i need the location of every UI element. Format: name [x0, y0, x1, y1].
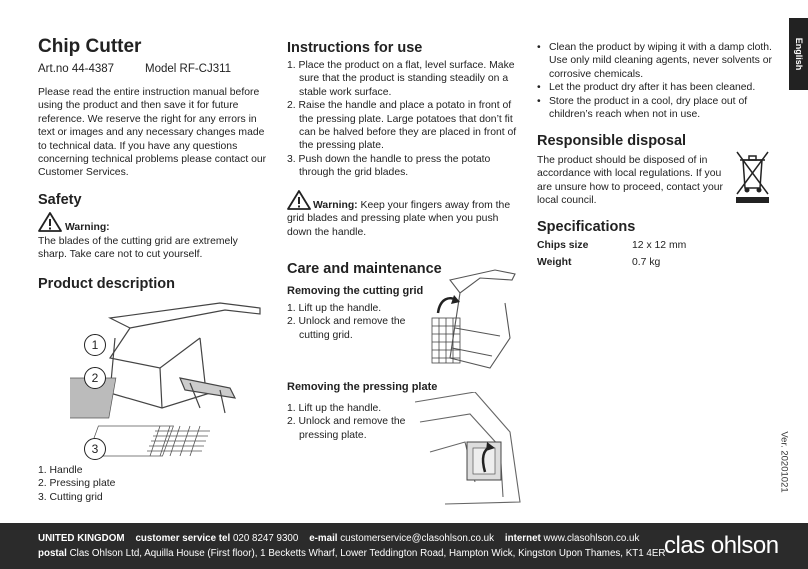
grid-removal-illustration [420, 268, 520, 373]
product-description-heading: Product description [38, 276, 175, 292]
disposal-heading: Responsible disposal [537, 133, 687, 149]
footer: UNITED KINGDOM customer service tel 020 … [0, 523, 808, 569]
crossed-out-bin-icon [735, 150, 770, 208]
parts-list: 1. Handle 2. Pressing plate 3. Cutting g… [38, 464, 115, 504]
spec-label: Chips size [537, 240, 589, 251]
spec-label: Weight [537, 257, 572, 268]
list-item: 2. Unlock and remove the cutting grid. [287, 316, 406, 341]
list-item: 3. Push down the handle to press the pot… [287, 153, 491, 179]
footer-website: www.clasohlson.co.uk [543, 533, 640, 544]
list-item: 3. Cutting grid [38, 491, 103, 503]
art-no: Art.no 44-4387 [38, 63, 115, 75]
list-item: 2. Pressing plate [38, 478, 116, 490]
list-item: 1. Lift up the handle. [287, 303, 382, 314]
footer-postal: Clas Ohlson Ltd, Aquilla House (First fl… [69, 548, 666, 559]
callout-2: 2 [84, 367, 106, 389]
disposal-text: The product should be disposed of in acc… [537, 155, 723, 207]
plate-removal-list: 1. Lift up the handle. 2. Unlock and rem… [287, 402, 417, 442]
footer-phone: 020 8247 9300 [232, 533, 299, 544]
callout-3: 3 [84, 438, 106, 460]
instructions-warning-label: Warning: [313, 200, 358, 211]
instructions-warning-text: Keep your fingers away from the grid bla… [287, 200, 511, 238]
list-item: Store the product in a cool, dry place o… [537, 95, 772, 122]
grid-removal-heading: Removing the cutting grid [287, 285, 424, 297]
spec-value: 12 x 12 mm [632, 240, 687, 251]
care-bullets: Clean the product by wiping it with a da… [537, 41, 772, 121]
list-item: 1. Lift up the handle. [287, 403, 382, 414]
language-tab-label: English [793, 37, 804, 71]
footer-postal-line: postal Clas Ohlson Ltd, Aquilla House (F… [38, 548, 666, 559]
language-tab: English [789, 18, 808, 90]
safety-warning-text: The blades of the cutting grid are extre… [38, 236, 238, 261]
list-item: 1. Place the product on a flat, level su… [287, 60, 515, 98]
grid-removal-list: 1. Lift up the handle. 2. Unlock and rem… [287, 302, 417, 342]
spec-value: 0.7 kg [632, 257, 661, 268]
page-title: Chip Cutter [38, 36, 142, 57]
plate-removal-illustration [414, 391, 523, 507]
safety-heading: Safety [38, 192, 82, 208]
footer-email: customerservice@clasohlson.co.uk [340, 533, 494, 544]
brand-logo: clas ohlson [664, 532, 779, 559]
specs-heading: Specifications [537, 219, 636, 235]
footer-contact-line: UNITED KINGDOM customer service tel 020 … [38, 533, 640, 544]
callout-1: 1 [84, 334, 106, 356]
list-item: 1. Handle [38, 465, 83, 476]
model-number: Model RF-CJ311 [145, 63, 232, 75]
list-item: 2. Raise the handle and place a potato i… [287, 100, 517, 152]
instructions-heading: Instructions for use [287, 40, 423, 56]
warning-icon [287, 190, 311, 215]
instructions-list: 1. Place the product on a flat, level su… [287, 59, 522, 180]
instructions-warning: Warning: Keep your fingers away from the… [287, 199, 520, 239]
list-item: 2. Unlock and remove the pressing plate. [287, 416, 406, 441]
list-item: Clean the product by wiping it with a da… [537, 41, 772, 81]
list-item: Let the product dry after it has been cl… [537, 81, 772, 95]
intro-text: Please read the entire instruction manua… [38, 87, 267, 179]
version-label: Ver. 20201021 [778, 430, 790, 493]
care-heading: Care and maintenance [287, 261, 442, 277]
safety-warning-label: Warning: [65, 222, 110, 233]
plate-removal-heading: Removing the pressing plate [287, 381, 438, 393]
warning-icon [38, 212, 62, 237]
